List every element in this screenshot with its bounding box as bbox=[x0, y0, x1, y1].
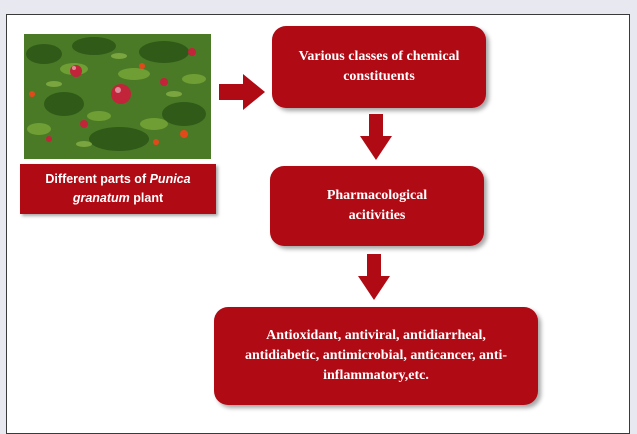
arrow-down-icon bbox=[360, 114, 392, 160]
chemical-constituents-label: Various classes of chemical constituents bbox=[298, 49, 460, 84]
chemical-constituents-box: Various classes of chemical constituents bbox=[272, 26, 486, 108]
pomegranate-plant-illustration bbox=[24, 34, 211, 159]
arrow-right-icon bbox=[219, 74, 265, 110]
activities-list-label: Antioxidant, antiviral, antidiarrheal, a… bbox=[244, 328, 508, 383]
caption-line2: plant bbox=[129, 191, 164, 205]
caption-species: granatum bbox=[72, 191, 130, 205]
pharmacological-activities-label: Pharmacological acitivities bbox=[326, 188, 428, 223]
pharmacological-activities-box: Pharmacological acitivities bbox=[270, 166, 484, 246]
activities-list-box: Antioxidant, antiviral, antidiarrheal, a… bbox=[214, 307, 538, 405]
caption-line1: Different parts of bbox=[45, 172, 150, 186]
plant-caption: Different parts of Punica granatum plant bbox=[20, 164, 216, 214]
pomegranate-plant-image bbox=[24, 34, 211, 159]
caption-genus: Punica bbox=[149, 172, 191, 186]
arrow-down-icon bbox=[358, 254, 390, 300]
